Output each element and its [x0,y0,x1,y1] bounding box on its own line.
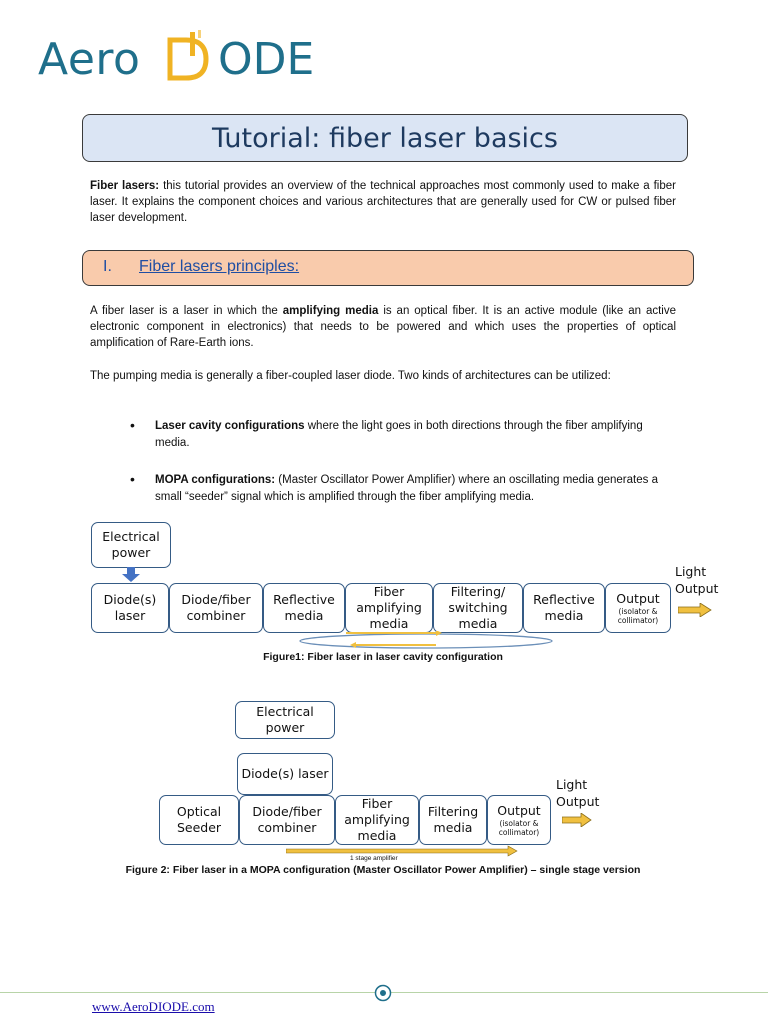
bullet-cavity-lead: Laser cavity configurations [155,420,305,432]
page-title: Tutorial: fiber laser basics [82,114,688,162]
bullet-cavity: Laser cavity configurations where the li… [155,418,675,452]
logo-text-aero: Aero [38,34,141,85]
fiber-laser-definition: A fiber laser is a laser in which the am… [90,303,676,351]
fig1-box-combiner: Diode/fiber combiner [169,583,263,633]
bullet-cavity-text: where the light goes in both directions … [155,420,643,449]
logo-d-icon [167,30,209,81]
fig2-box-filtering: Filtering media [419,795,487,845]
fig2-light-output: Light Output [556,777,600,809]
fig2-output-label: Output [497,803,541,818]
section-number: I. [103,258,112,275]
section-header: I. Fiber lasers principles: [82,250,694,286]
bullet-mopa: MOPA configurations: (Master Oscillator … [155,472,675,506]
right-arrow-icon [678,603,712,617]
website-link[interactable]: www.AeroDIODE.com [92,999,215,1014]
cavity-loop-arrow-icon [299,631,553,649]
footer-circle-icon [374,984,392,1002]
fig1-box-fiber-amplifying: Fiber amplifying media [345,583,433,633]
fig1-output-sub: (isolator & collimator) [617,607,659,625]
pumping-paragraph: The pumping media is generally a fiber-c… [90,370,611,382]
section-title-link[interactable]: Fiber lasers principles: [139,258,300,275]
electrical-power-box: Electrical power [91,522,171,568]
right-arrow-icon [562,813,592,827]
bullet-mopa-lead: MOPA configurations: [155,474,276,486]
fig1-output-label: Output [616,591,660,606]
fig2-box-combiner: Diode/fiber combiner [239,795,335,845]
fig1-box-reflective-2: Reflective media [523,583,605,633]
amplifier-arrow-icon [286,845,518,857]
intro-paragraph: Fiber lasers: this tutorial provides an … [90,178,676,226]
bullet-symbol: • [130,417,135,433]
fig1-box-reflective: Reflective media [263,583,345,633]
figure-2-caption: Figure 2: Fiber laser in a MOPA configur… [125,864,641,876]
fig2-electrical-power-box: Electrical power [235,701,335,739]
fig2-box-optical-seeder: Optical Seeder [159,795,239,845]
fig2-output-sub: (isolator & collimator) [498,819,540,837]
bullet-mopa-text: (Master Oscillator Power Amplifier) wher… [155,474,658,503]
para1-bold: amplifying media [282,305,379,317]
fig2-box-fiber-amplifying: Fiber amplifying media [335,795,419,845]
fig1-box-diode-laser: Diode(s) laser [91,583,169,633]
intro-text: this tutorial provides an overview of th… [90,180,676,224]
bullet-symbol: • [130,471,135,487]
fig1-box-filtering-switching: Filtering/ switching media [433,583,523,633]
fig2-diode-laser-box: Diode(s) laser [237,753,333,795]
intro-lead: Fiber lasers: [90,180,160,192]
para1-text-c: is an optical fiber. It is an active mod… [90,305,677,349]
stage-amplifier-label: 1 stage amplifier [350,855,398,862]
logo-text-ode: ODE [218,34,315,85]
para1-text-a: A fiber laser is a laser in which the [90,305,283,317]
company-logo: Aero ODE [38,22,358,92]
fig1-light-output: Light Output [675,564,719,596]
figure-1-caption: Figure1: Fiber laser in laser cavity con… [263,651,503,663]
fig1-box-output: Output (isolator & collimator) [605,583,671,633]
down-arrow-icon [122,567,140,582]
fig2-box-output: Output (isolator & collimator) [487,795,551,845]
